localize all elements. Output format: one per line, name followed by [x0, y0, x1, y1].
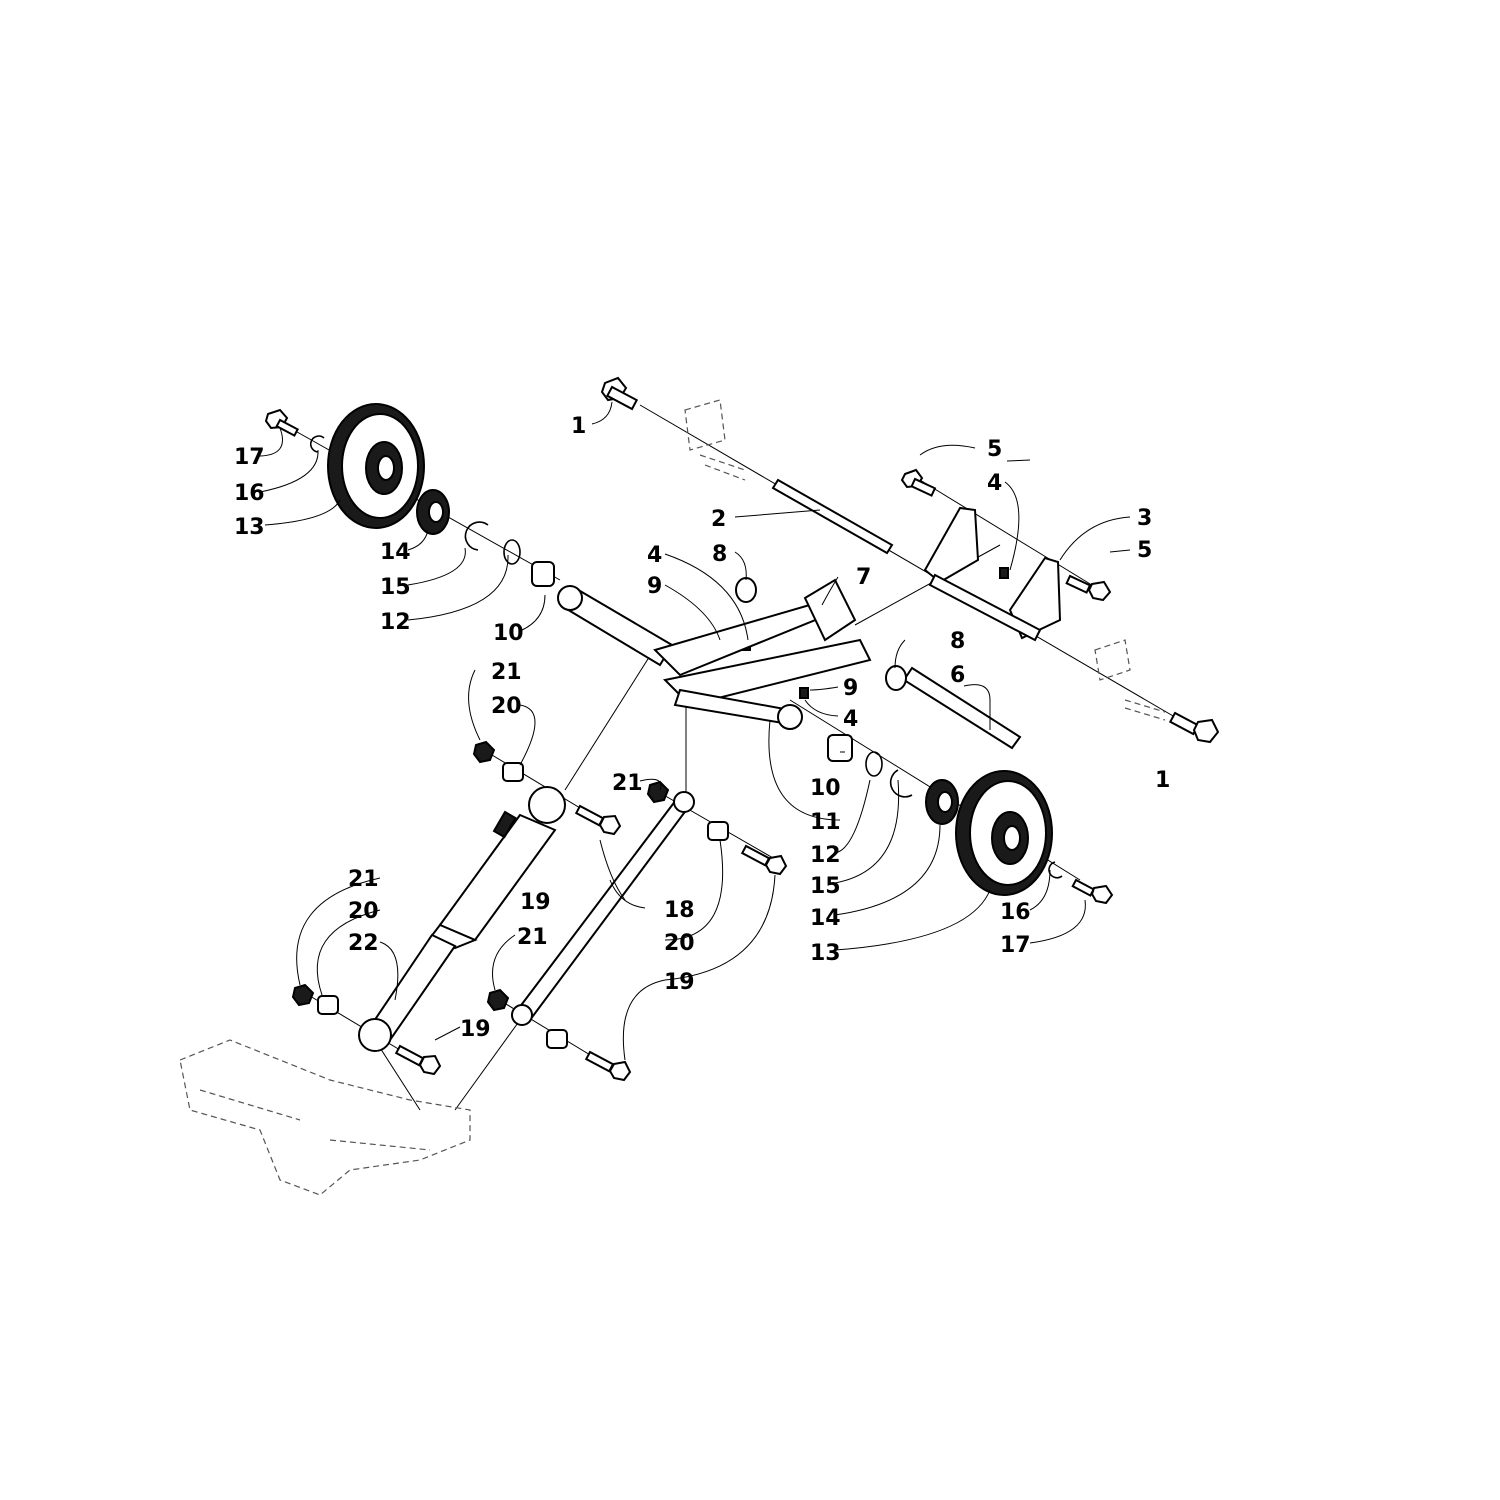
bracket-3 [923, 506, 1062, 642]
ring-12-lower [865, 751, 883, 777]
callout-20-c: 20 [348, 899, 379, 924]
link-rod-18 [511, 791, 695, 1026]
callout-16-upper: 16 [234, 481, 265, 506]
callout-20-a: 20 [491, 694, 522, 719]
bolt-17-lower [1071, 878, 1114, 905]
callout-21-c: 21 [348, 867, 379, 892]
grease-fitting-4-c [799, 687, 809, 699]
callout-10-lower: 10 [810, 776, 841, 801]
spacer-10-upper [531, 561, 555, 587]
bolt-5-lower [1065, 574, 1112, 602]
bolt-19-a [574, 804, 622, 836]
callout-14-upper: 14 [380, 540, 411, 565]
callout-8-lower: 8 [950, 629, 965, 654]
bushing-20-c [317, 995, 339, 1015]
callout-18: 18 [664, 898, 695, 923]
callout-4-center: 4 [647, 543, 662, 568]
spacer-10-lower [827, 734, 853, 762]
callout-11: 11 [810, 810, 841, 835]
frame-rail-upper-ghost [684, 399, 1166, 721]
nut-21-a [472, 740, 496, 764]
callout-21-b: 21 [612, 771, 643, 796]
callout-3: 3 [1137, 506, 1152, 531]
callout-9-upper: 9 [647, 574, 662, 599]
callout-19-a: 19 [520, 890, 551, 915]
leader-lines [259, 401, 1131, 1061]
bushing-8-lower [885, 665, 907, 691]
callout-17-upper: 17 [234, 445, 265, 470]
bolt-1-upper [600, 376, 639, 411]
callout-22: 22 [348, 931, 379, 956]
bushing-20-a [502, 762, 524, 782]
bolt-1-lower [1168, 711, 1220, 744]
callout-16-lower: 16 [1000, 900, 1031, 925]
callout-1-lower: 1 [1155, 768, 1170, 793]
clip-15-lower [889, 769, 913, 798]
wheel-13-upper [327, 403, 425, 529]
callout-5-lower: 5 [1137, 538, 1152, 563]
callout-15-upper: 15 [380, 575, 411, 600]
bolt-19-b [740, 844, 788, 876]
shaft-2 [771, 478, 894, 555]
bushing-20-b [707, 821, 729, 841]
callout-4-lower: 4 [843, 707, 858, 732]
callout-6: 6 [950, 663, 965, 688]
callout-8-upper: 8 [712, 542, 727, 567]
callout-12-lower: 12 [810, 843, 841, 868]
swing-arm-7 [557, 578, 872, 730]
bushing-8-upper [735, 577, 757, 603]
callout-1-upper: 1 [571, 414, 586, 439]
wheel-13-lower [955, 770, 1053, 896]
clip-15-upper [464, 521, 489, 551]
callout-21-d: 21 [517, 925, 548, 950]
callout-17-lower: 17 [1000, 933, 1031, 958]
callout-13-lower: 13 [810, 941, 841, 966]
callout-5-upper: 5 [987, 437, 1002, 462]
callout-14-lower: 14 [810, 906, 841, 931]
callout-19-c: 19 [460, 1017, 491, 1042]
shock-absorber-22 [358, 786, 566, 1052]
callout-21-a: 21 [491, 660, 522, 685]
callout-15-lower: 15 [810, 874, 841, 899]
nut-21-d [486, 988, 510, 1012]
bushing-20-d [546, 1029, 568, 1049]
bolt-17-upper [264, 408, 300, 437]
callout-9-lower: 9 [843, 676, 858, 701]
callout-13-upper: 13 [234, 515, 265, 540]
callout-7: 7 [856, 565, 871, 590]
bolt-19-d [584, 1050, 632, 1082]
frame-rail-lower-ghost [179, 1039, 471, 1196]
clip-16-upper [309, 435, 325, 453]
bearing-14-upper [416, 489, 450, 535]
callout-12-upper: 12 [380, 610, 411, 635]
callout-19-b: 19 [664, 970, 695, 995]
callout-labels: 1 1 2 3 4 4 4 5 5 6 7 8 8 9 9 10 10 11 1… [234, 414, 1170, 1042]
callout-4-upper-right: 4 [987, 471, 1002, 496]
callout-2: 2 [711, 507, 726, 532]
bolt-19-c [394, 1044, 442, 1076]
grease-fitting-4-a [999, 567, 1009, 579]
bearing-14-lower [925, 779, 959, 825]
nut-21-b [646, 780, 670, 804]
bolt-5-upper [900, 468, 937, 497]
nut-21-c [291, 983, 315, 1007]
callout-10-upper: 10 [493, 621, 524, 646]
callout-20-b: 20 [664, 931, 695, 956]
ring-12-upper [503, 539, 521, 565]
